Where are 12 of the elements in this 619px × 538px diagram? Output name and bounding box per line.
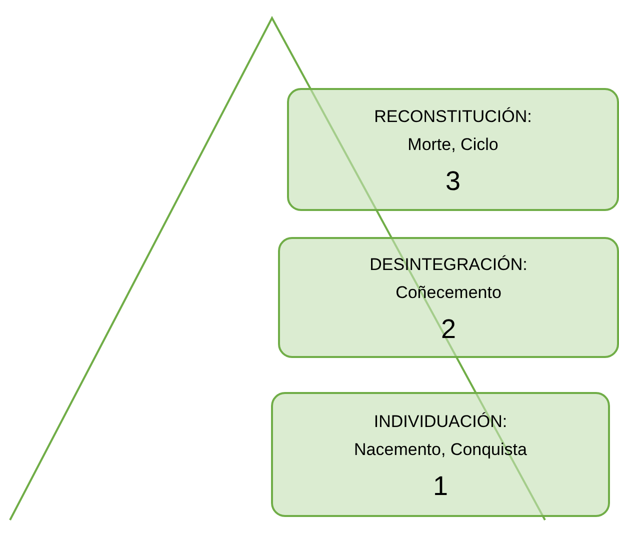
stage-box bbox=[287, 88, 619, 211]
stage-number: 2 bbox=[440, 312, 456, 346]
stage-box bbox=[278, 237, 619, 358]
stage-number: 3 bbox=[445, 164, 461, 198]
stage-description: Nacemento, Conquista bbox=[354, 438, 527, 460]
stage-heading: RECONSTITUCIÓN: bbox=[374, 106, 532, 128]
stage-heading: INDIVIDUACIÓN: bbox=[374, 410, 508, 432]
stage-box bbox=[271, 392, 610, 517]
stage-number: 1 bbox=[432, 470, 448, 502]
stage-description: Coñecemento bbox=[396, 282, 502, 304]
stage-description: Morte, Ciclo bbox=[408, 134, 498, 156]
stage-heading: DESINTEGRACIÓN: bbox=[370, 254, 528, 276]
